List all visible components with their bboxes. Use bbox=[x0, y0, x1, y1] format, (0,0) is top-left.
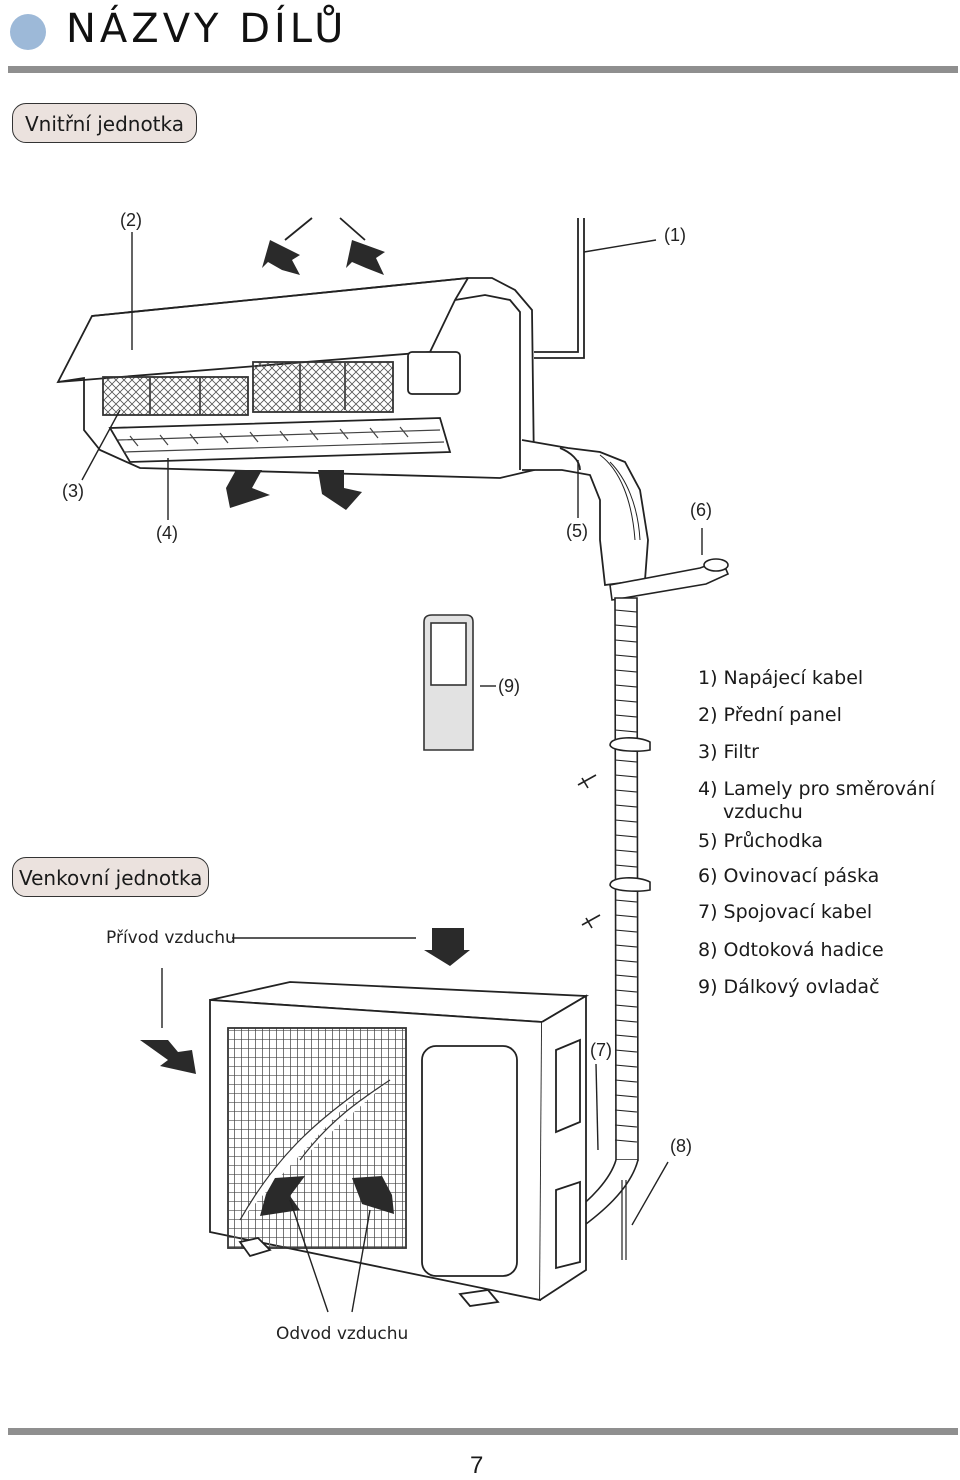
header-rule bbox=[8, 66, 958, 73]
connecting-cable-pipe bbox=[568, 597, 651, 1260]
remote-controller bbox=[423, 614, 474, 751]
air-intake-caption: Přívod vzduchu bbox=[106, 928, 236, 948]
callout-1: (1) bbox=[664, 225, 686, 245]
page-number: 7 bbox=[470, 1452, 484, 1479]
outdoor-unit-label: Venkovní jednotka bbox=[12, 857, 210, 897]
air-outlet-caption: Odvod vzduchu bbox=[276, 1324, 409, 1344]
callout-9: (9) bbox=[498, 676, 520, 696]
footer-rule bbox=[8, 1428, 958, 1435]
legend-item-4: 4) Lamely pro směrování bbox=[698, 778, 935, 800]
indoor-unit bbox=[56, 217, 649, 587]
legend-item-7: 7) Spojovací kabel bbox=[698, 901, 873, 923]
indoor-unit-label: Vnitřní jednotka bbox=[12, 103, 198, 143]
legend-item-4-cont: vzduchu bbox=[723, 801, 803, 823]
legend-item-6: 6) Ovinovací páska bbox=[698, 865, 880, 887]
legend-item-3: 3) Filtr bbox=[698, 741, 759, 763]
callout-5: (5) bbox=[566, 521, 588, 541]
callout-8: (8) bbox=[670, 1136, 692, 1156]
callout-6: (6) bbox=[690, 500, 712, 520]
callout-3: (3) bbox=[62, 481, 84, 501]
legend-item-1: 1) Napájecí kabel bbox=[698, 667, 864, 689]
outlet-arrows-outdoor bbox=[260, 1176, 394, 1216]
intake-arrows-indoor bbox=[262, 240, 385, 275]
page-title: NÁZVY DÍLŮ bbox=[66, 6, 348, 52]
callout-2: (2) bbox=[120, 210, 142, 230]
outdoor-unit bbox=[209, 981, 590, 1307]
intake-arrows-outdoor bbox=[140, 928, 470, 1074]
callout-7: (7) bbox=[590, 1040, 612, 1060]
wrapping-tape bbox=[609, 558, 730, 601]
legend-item-5: 5) Průchodka bbox=[698, 830, 824, 852]
legend-item-8: 8) Odtoková hadice bbox=[698, 939, 884, 961]
outlet-arrows-indoor bbox=[226, 470, 362, 510]
legend-item-2: 2) Přední panel bbox=[698, 704, 842, 726]
leader-lines bbox=[81, 232, 703, 1313]
title-bullet-icon bbox=[10, 14, 46, 50]
legend-item-9: 9) Dálkový ovladač bbox=[698, 976, 880, 998]
callout-4: (4) bbox=[156, 523, 178, 543]
